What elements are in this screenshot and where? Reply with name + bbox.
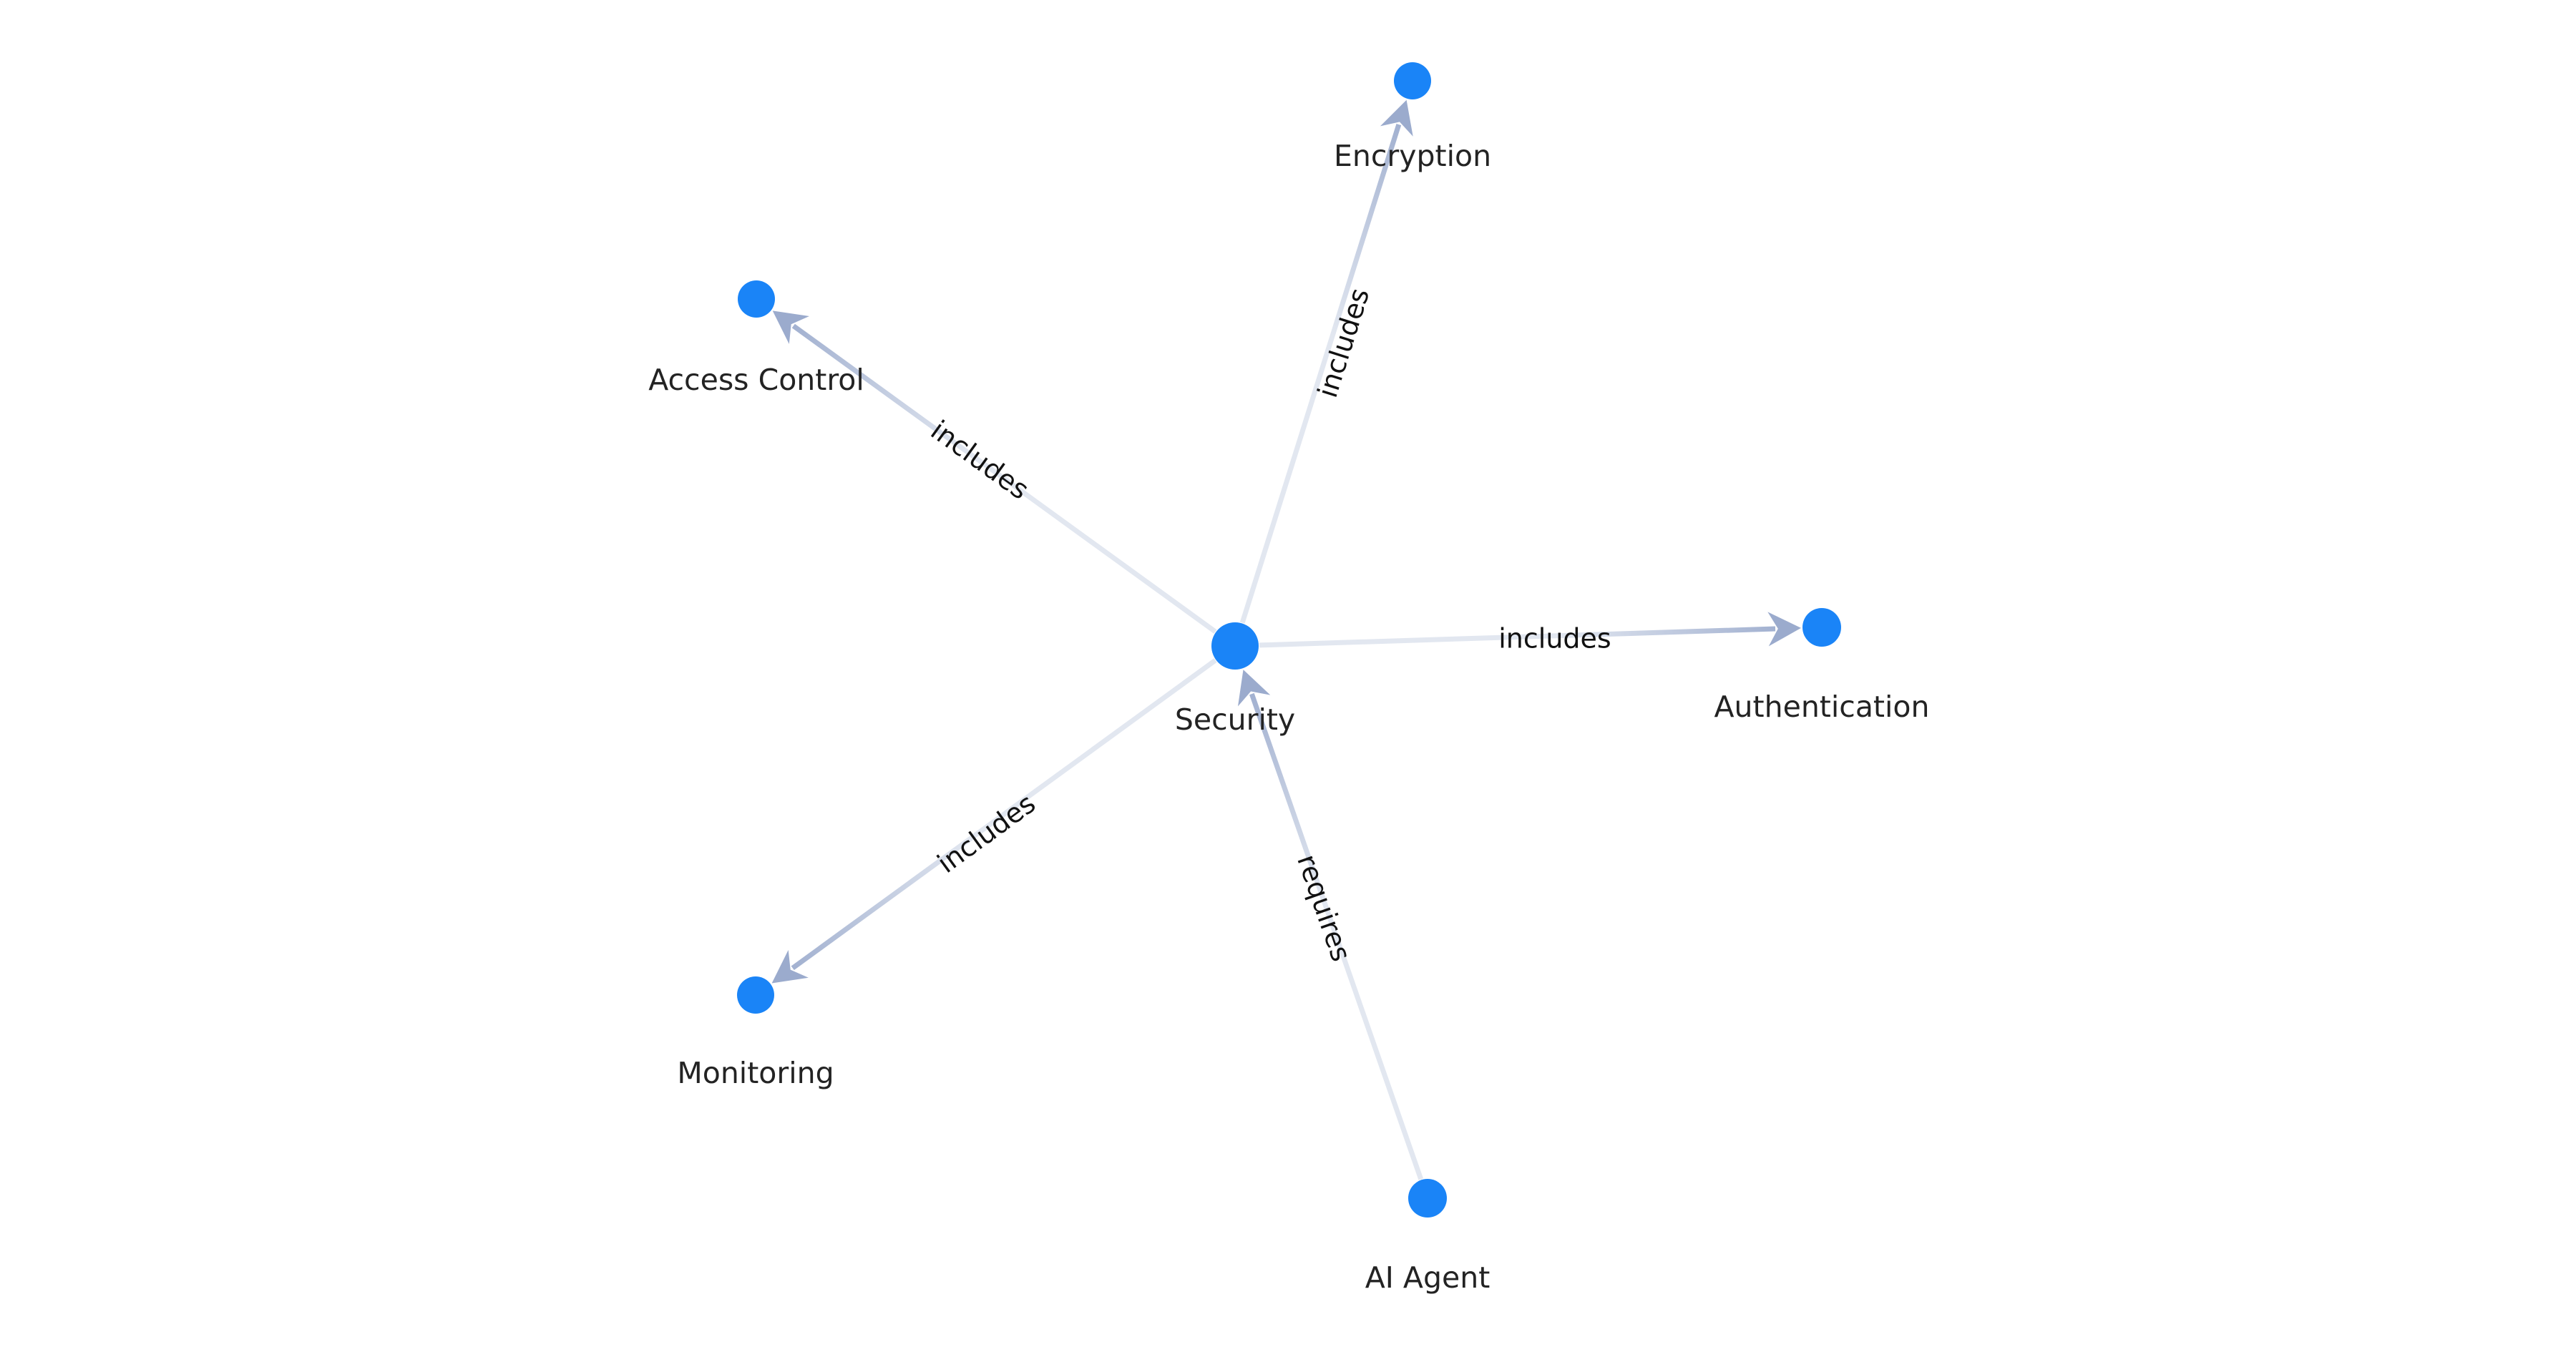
edge-line[interactable] <box>1249 692 1424 1180</box>
node-label-monitoring: Monitoring <box>677 1056 834 1090</box>
graph-node-access_control[interactable] <box>738 280 775 318</box>
nodes-layer <box>737 62 1841 1218</box>
graph-node-security[interactable] <box>1211 622 1259 670</box>
node-label-security: Security <box>1175 702 1295 737</box>
edge-line[interactable] <box>1259 626 1776 648</box>
edge-line[interactable] <box>791 658 1217 971</box>
edge-label-ai-agent-requires-security: requires <box>1291 851 1357 966</box>
graph-node-monitoring[interactable] <box>737 976 774 1014</box>
graph-node-authentication[interactable] <box>1802 608 1841 647</box>
node-label-ai_agent: AI Agent <box>1365 1260 1491 1295</box>
graph-node-ai_agent[interactable] <box>1408 1179 1447 1218</box>
edge-arrowhead <box>772 310 809 344</box>
edge-label-security-includes-access-control: includes <box>925 414 1035 506</box>
edge-arrowhead <box>1767 612 1801 647</box>
node-label-authentication: Authentication <box>1714 690 1930 724</box>
edge-arrowhead <box>1380 99 1413 137</box>
edge-label-security-includes-authentication: includes <box>1498 623 1611 655</box>
graph-node-encryption[interactable] <box>1394 62 1431 99</box>
arrows-layer <box>771 99 1801 984</box>
edge-label-security-includes-encryption: includes <box>1312 285 1375 401</box>
edge-arrowhead <box>771 950 809 984</box>
edge-label-security-includes-monitoring: includes <box>932 788 1041 879</box>
node-label-access_control: Access Control <box>648 363 864 397</box>
node-label-encryption: Encryption <box>1334 139 1491 173</box>
edge-line[interactable] <box>1239 124 1402 624</box>
edge-arrowhead <box>1238 670 1271 707</box>
edge-line[interactable] <box>791 323 1217 634</box>
edge-labels-layer: includes includes includes includes requires <box>925 285 1611 966</box>
edges-layer <box>791 124 1776 1180</box>
